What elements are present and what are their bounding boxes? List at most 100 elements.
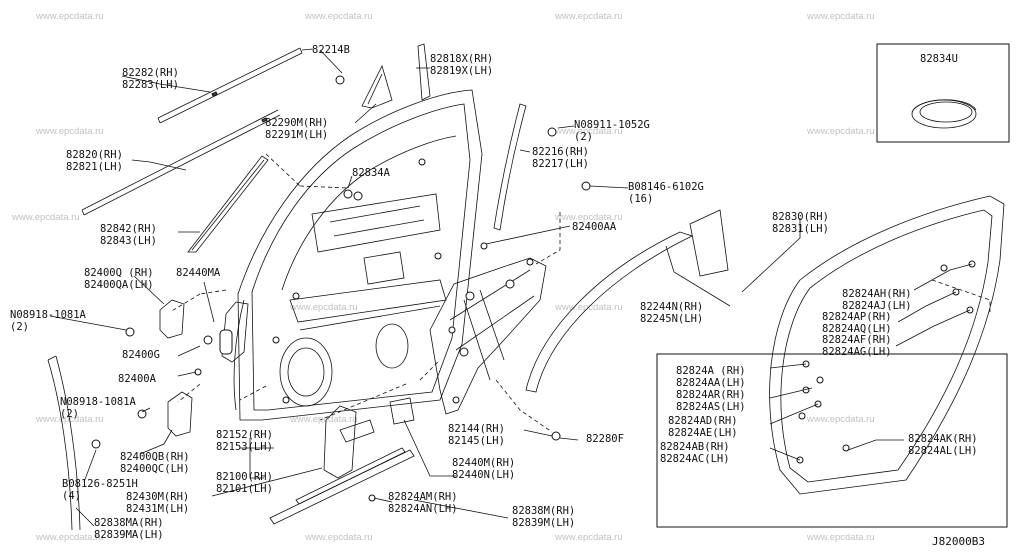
part-callout-line: 82834U <box>920 53 958 65</box>
watermark-text: www.epcdata.ru <box>35 11 104 22</box>
corner-trims <box>187 43 431 253</box>
part-callout-line: 82440M(RH) <box>452 457 515 469</box>
part-callout-line: 82400A <box>118 373 157 385</box>
part-callout-line: 82400QC(LH) <box>120 463 190 475</box>
part-callout-line: N08918-1081A <box>10 309 87 321</box>
part-callout-line: 82838MA(RH) <box>94 517 164 529</box>
part-callout: 82400A <box>118 373 157 385</box>
part-callout: 82244N(RH)82245N(LH) <box>640 301 703 325</box>
part-callout-line: 82824A (RH) <box>676 365 746 377</box>
part-callout-line: 82842(RH) <box>100 223 157 235</box>
part-callout-line: N08918-1081A <box>60 396 137 408</box>
leader-lines <box>49 48 973 527</box>
watermark-text: www.epcdata.ru <box>554 532 623 543</box>
door-inner-panel <box>219 89 483 421</box>
part-callout-line: N08911-1052G <box>574 119 650 131</box>
outer-weatherstrip <box>525 209 729 393</box>
part-callout: 82100(RH)82101(LH) <box>216 471 273 495</box>
part-callout-line: 82430M(RH) <box>126 491 189 503</box>
part-callout-line: 82291M(LH) <box>265 129 328 141</box>
watermark-text: www.epcdata.ru <box>554 212 623 223</box>
part-callout-line: 82400QB(RH) <box>120 451 190 463</box>
part-callout-line: 82824AR(RH) <box>676 389 746 401</box>
watermark-text: www.epcdata.ru <box>35 126 104 137</box>
watermark-text: www.epcdata.ru <box>806 414 875 425</box>
part-callout-line: 82839M(LH) <box>512 517 575 529</box>
part-callout-line: 82824AQ(LH) <box>822 323 892 335</box>
part-callout: 82440M(RH)82440N(LH) <box>452 457 515 481</box>
part-callout: 82834U <box>920 53 958 65</box>
part-callout: 82824AF(RH)82824AG(LH) <box>822 334 892 358</box>
part-callout: N08918-1081A(2) <box>60 396 137 420</box>
part-callout: B08126-8251H(4) <box>62 478 138 502</box>
part-callout-line: (2) <box>60 408 79 420</box>
diagram-reference: J82000B3 <box>932 535 985 548</box>
part-callout-line: 82824AE(LH) <box>668 427 738 439</box>
watermark-layer: www.epcdata.ru www.epcdata.ru www.epcdat… <box>11 11 875 543</box>
part-callout-line: 82244N(RH) <box>640 301 703 313</box>
part-callout-line: 82824AK(RH) <box>908 433 978 445</box>
part-callout: 82824AR(RH)82824AS(LH) <box>676 389 746 413</box>
part-callout-line: 82101(LH) <box>216 483 273 495</box>
dashed-guides <box>169 153 991 433</box>
part-callout-line: 82144(RH) <box>448 423 505 435</box>
part-callout-line: 82824AM(RH) <box>388 491 458 503</box>
part-callout-line: 82283(LH) <box>122 79 179 91</box>
part-callout-line: 82824AJ(LH) <box>842 300 912 312</box>
part-callout: 82430M(RH)82431M(LH) <box>126 491 189 515</box>
part-callout-line: 82824AH(RH) <box>842 288 912 300</box>
part-callout: 82152(RH)82153(LH) <box>216 429 273 453</box>
watermark-text: www.epcdata.ru <box>35 532 104 543</box>
part-callout-line: 82824AF(RH) <box>822 334 892 346</box>
window-regulator <box>429 257 547 415</box>
sill-moldings <box>47 355 415 531</box>
watermark-text: www.epcdata.ru <box>806 532 875 543</box>
part-callout: 82842(RH)82843(LH) <box>100 223 157 247</box>
part-callout: 82824AD(RH)82824AE(LH) <box>668 415 738 439</box>
part-callout-line: 82824AA(LH) <box>676 377 746 389</box>
part-callout: 82838MA(RH)82839MA(LH) <box>94 517 164 541</box>
watermark-text: www.epcdata.ru <box>304 532 373 543</box>
part-callout-line: B08146-6102G <box>628 181 704 193</box>
watermark-text: www.epcdata.ru <box>35 414 104 425</box>
part-callout-line: 82400G <box>122 349 160 361</box>
part-callout-line: 82819X(LH) <box>430 65 493 77</box>
part-callout-line: 82440N(LH) <box>452 469 515 481</box>
part-callout: 82824AM(RH)82824AN(LH) <box>388 491 458 515</box>
part-callout-line: 82400QA(LH) <box>84 279 154 291</box>
part-callout-line: (2) <box>10 321 29 333</box>
part-callout: 82824AK(RH)82824AL(LH) <box>908 433 978 457</box>
part-callout-line: 82214B <box>312 44 350 56</box>
part-callout: 82838M(RH)82839M(LH) <box>512 505 575 529</box>
upper-moldings <box>81 47 303 216</box>
watermark-text: www.epcdata.ru <box>289 414 358 425</box>
part-callout-line: 82838M(RH) <box>512 505 575 517</box>
part-callout: 82400G <box>122 349 160 361</box>
part-callout-line: 82280F <box>586 433 624 445</box>
watermark-text: www.epcdata.ru <box>554 126 623 137</box>
part-callout: 82400AA <box>572 221 617 233</box>
part-callout: 82290M(RH)82291M(LH) <box>265 117 328 141</box>
part-callout-line: 82831(LH) <box>772 223 829 235</box>
part-callout: 82400QB(RH)82400QC(LH) <box>120 451 190 475</box>
part-callout: 82824AP(RH)82824AQ(LH) <box>822 311 892 335</box>
part-callout-line: 82824AS(LH) <box>676 401 746 413</box>
part-callout: N08918-1081A(2) <box>10 309 87 333</box>
part-callout-line: 82839MA(LH) <box>94 529 164 541</box>
weatherstrip-frame <box>656 353 1008 528</box>
part-callout: 82834A <box>352 167 391 179</box>
part-callout: 82282(RH)82283(LH) <box>122 67 179 91</box>
watermark-text: www.epcdata.ru <box>304 11 373 22</box>
hinges <box>159 299 415 479</box>
part-callout: B08146-6102G(16) <box>628 181 704 205</box>
watermark-text: www.epcdata.ru <box>11 212 80 223</box>
part-callout-line: 82400Q (RH) <box>84 267 154 279</box>
part-callout-line: 82100(RH) <box>216 471 273 483</box>
part-callout-line: 82824AL(LH) <box>908 445 978 457</box>
part-callout-line: (4) <box>62 490 81 502</box>
coil-gasket <box>911 99 977 129</box>
part-callout-line: 82830(RH) <box>772 211 829 223</box>
watermark-text: www.epcdata.ru <box>554 11 623 22</box>
part-callout-line: (2) <box>574 131 593 143</box>
